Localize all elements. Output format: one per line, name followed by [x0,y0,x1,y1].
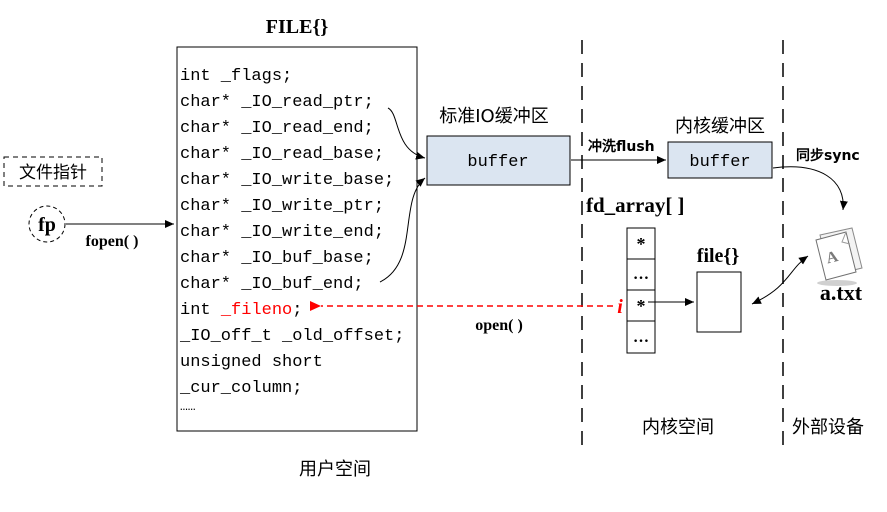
file-struct-title: FILE{} [266,16,329,38]
file-disk-link [751,255,809,305]
file-object-title: file{} [697,245,740,267]
field-write-ptr: char* _IO_write_ptr; [180,197,384,216]
user-space-label: 用户空间 [299,459,371,480]
field-read-ptr: char* _IO_read_ptr; [180,93,374,112]
fd-index-label: i [617,296,623,318]
flush-label-text: 冲洗flush [588,138,655,155]
fp-label: fp [38,214,56,236]
file-pointer-label: 文件指针 [19,163,87,183]
document-icon: A [815,227,863,286]
sync-label: 同步sync [796,147,860,164]
fd-cell: * [637,234,646,254]
fileno-prefix: int [180,301,221,320]
field-fileno: int _fileno; [180,301,302,320]
flush-label: 冲洗flush [588,138,655,155]
fileno-name: _fileno [220,301,292,320]
fopen-label: fopen( ) [86,233,139,250]
file-struct-box [176,46,418,432]
file-object-box [696,271,742,333]
fp-circle [28,205,66,243]
field-buf-end: char* _IO_buf_end; [180,275,364,294]
kernel-buffer-box [667,141,773,179]
field-write-end: char* _IO_write_end; [180,223,384,242]
sync-arrow [772,166,848,211]
field-old-offset: _IO_off_t _old_offset; [179,327,404,346]
fd-cell: … [633,266,649,283]
read-ptr-curve [387,107,426,160]
std-buffer-title: 标准IO缓冲区 [439,106,548,127]
buf-end-curve [379,177,426,283]
field-ellipsis: …… [180,399,196,414]
std-buffer-label: buffer [467,153,528,172]
kernel-buffer-title: 内核缓冲区 [675,116,765,137]
disk-file-label: a.txt [820,280,863,305]
field-read-end: char* _IO_read_end; [180,119,374,138]
std-buffer-box [426,135,571,186]
fd-cell: * [637,296,646,316]
fileno-suffix: ; [292,301,302,320]
field-read-base: char* _IO_read_base; [180,145,384,164]
field-write-base: char* _IO_write_base; [180,171,394,190]
file-pointer-label-box [3,156,103,187]
open-label: open( ) [475,317,523,334]
device-label: 外部设备 [792,417,864,438]
kernel-buffer-label: buffer [689,153,750,172]
fd-cell: … [633,329,649,346]
kernel-space-label: 内核空间 [642,417,714,438]
field-flags: int _flags; [180,67,292,86]
fd-array-title: fd_array[ ] [586,193,685,217]
field-cur-column: _cur_column; [179,379,302,398]
field-buf-base: char* _IO_buf_base; [180,249,374,268]
svg-text:A: A [825,248,841,267]
field-unsigned-short: unsigned short [180,353,323,372]
